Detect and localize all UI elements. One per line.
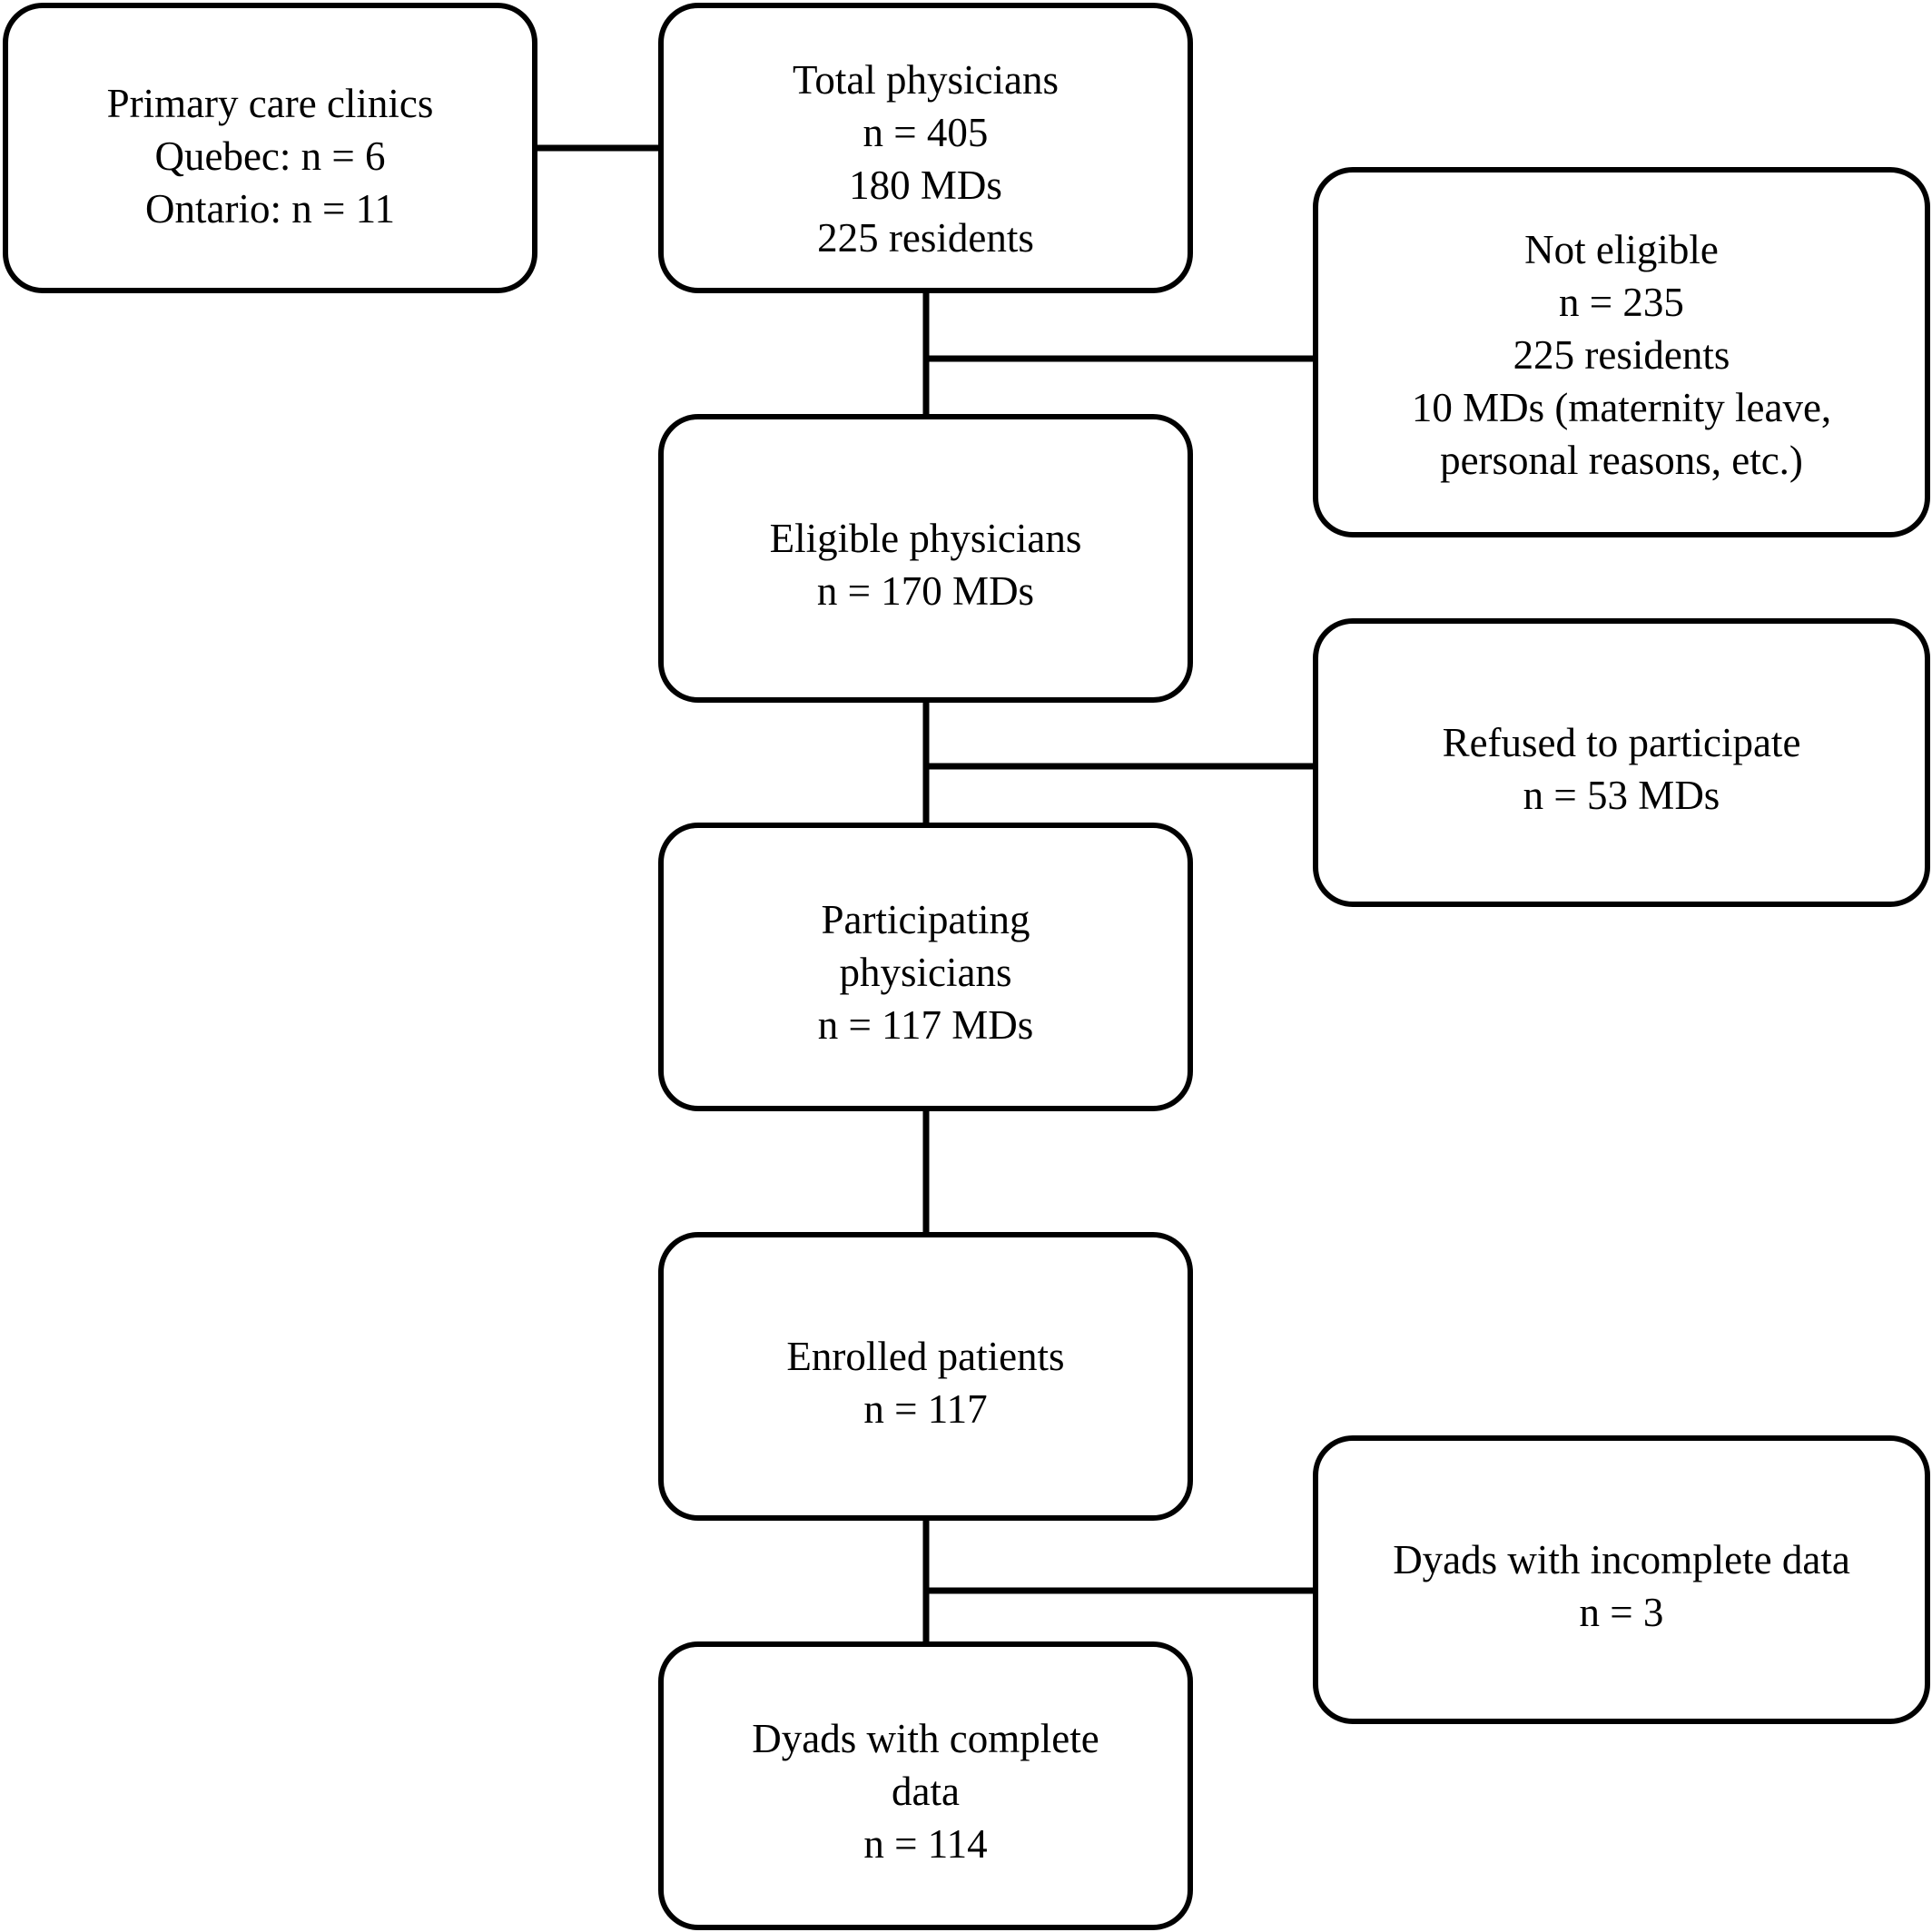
- box-title-line-2: data: [892, 1769, 960, 1814]
- eligible-physicians-box: Eligible physicians n = 170 MDs: [658, 414, 1193, 703]
- incomplete-data-box: Dyads with incomplete data n = 3: [1313, 1435, 1930, 1724]
- refused-to-participate-box: Refused to participate n = 53 MDs: [1313, 618, 1930, 907]
- ontario-count: Ontario: n = 11: [145, 186, 395, 232]
- participating-count: n = 117 MDs: [817, 1002, 1034, 1048]
- complete-count: n = 114: [863, 1821, 988, 1867]
- participating-physicians-box: Participating physicians n = 117 MDs: [658, 823, 1193, 1111]
- not-eligible-count: n = 235: [1559, 280, 1684, 325]
- incomplete-count: n = 3: [1579, 1590, 1664, 1635]
- total-count: n = 405: [862, 110, 989, 155]
- complete-data-box: Dyads with complete data n = 114: [658, 1641, 1193, 1930]
- box-title-line-2: physicians: [839, 950, 1012, 995]
- md-reason-line-1: 10 MDs (maternity leave,: [1411, 385, 1832, 430]
- enrolled-patients-box: Enrolled patients n = 117: [658, 1232, 1193, 1521]
- refused-count: n = 53 MDs: [1523, 773, 1720, 818]
- box-title: Dyads with incomplete data: [1393, 1537, 1850, 1582]
- enrolled-count: n = 117: [863, 1386, 988, 1432]
- md-count: 180 MDs: [849, 163, 1002, 208]
- box-title: Eligible physicians: [769, 516, 1082, 561]
- total-physicians-box: Total physicians n = 405 180 MDs 225 res…: [658, 3, 1193, 293]
- resident-count: 225 residents: [1513, 332, 1730, 378]
- box-title: Total physicians: [792, 57, 1060, 103]
- resident-count: 225 residents: [817, 215, 1034, 261]
- primary-care-clinics-box: Primary care clinics Quebec: n = 6 Ontar…: [3, 3, 537, 293]
- box-title: Not eligible: [1524, 227, 1719, 272]
- quebec-count: Quebec: n = 6: [154, 133, 386, 179]
- eligible-count: n = 170 MDs: [816, 568, 1035, 614]
- md-reason-line-2: personal reasons, etc.): [1440, 438, 1803, 483]
- box-title: Refused to participate: [1442, 720, 1801, 765]
- box-title-line-1: Participating: [821, 897, 1030, 942]
- box-title: Enrolled patients: [786, 1334, 1065, 1379]
- box-title: Primary care clinics: [106, 81, 434, 126]
- not-eligible-box: Not eligible n = 235 225 residents 10 MD…: [1313, 167, 1930, 537]
- box-title-line-1: Dyads with complete: [752, 1716, 1099, 1761]
